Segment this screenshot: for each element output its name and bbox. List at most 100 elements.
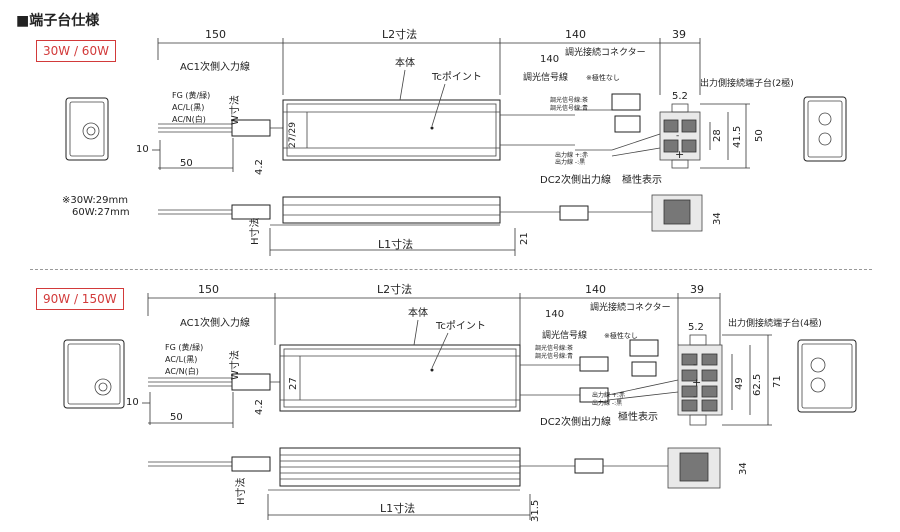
top-dim-chain (157, 38, 701, 95)
bottom-right-endview (797, 339, 857, 413)
top-ac-wires (158, 119, 283, 137)
top-acn-label: AC/N(白) (172, 114, 206, 124)
top-ac-input-label: AC1次側入力線 (180, 60, 250, 73)
bottom-dc-output-label: DC2次側出力線 (540, 415, 611, 428)
bottom-fg-label: FG (黄/緑) (165, 342, 203, 352)
top-polarity-none-label: ※極性なし (586, 73, 620, 82)
top-note-60w: 60W:27mm (72, 207, 130, 218)
top-left-small-dims (152, 138, 234, 172)
top-dim-50: 50 (180, 158, 193, 169)
top-dim-10: 10 (136, 144, 149, 155)
bottom-dim-71: 71 (772, 375, 783, 388)
bottom-main-body (279, 344, 521, 412)
top-plus-mark: + (675, 148, 684, 161)
bottom-acn-label: AC/N(白) (165, 366, 199, 376)
bottom-out-terminal-label: 出力側接続端子台(4極) (728, 317, 822, 329)
top-dim-signal-label: 調光信号線 (523, 71, 568, 83)
top-right-dims (700, 103, 750, 169)
top-side-view (158, 194, 703, 232)
bottom-sig-blue: 調光信号線:青 (535, 352, 573, 360)
bottom-dim-49: 49 (734, 377, 745, 390)
bottom-out-black: 出力線 -:黒 (592, 399, 622, 407)
bottom-left-endview (63, 339, 125, 409)
top-dim-h: H寸法 (248, 217, 261, 245)
top-dim-27-29: 27/29 (288, 122, 298, 148)
bottom-side-view (148, 447, 721, 491)
top-dim-34: 34 (712, 212, 723, 225)
bottom-left-small-dims (142, 392, 234, 428)
bottom-dim-140a: 140 (585, 283, 606, 296)
top-left-endview (65, 97, 109, 161)
top-sig-tea: 調光信号線:茶 (550, 96, 588, 104)
bottom-dim-50: 50 (170, 412, 183, 423)
bottom-dim-10: 10 (126, 397, 139, 408)
top-dim-l1: L1寸法 (378, 237, 413, 251)
top-polarity-mark-label: 極性表示 (622, 173, 662, 186)
top-main-body (282, 99, 501, 161)
top-terminal-block (659, 103, 701, 169)
top-dim-5-2: 5.2 (672, 91, 688, 102)
bottom-right-dims (722, 334, 772, 426)
top-fg-label: FG (黄/緑) (172, 90, 210, 100)
top-dim-28: 28 (712, 129, 723, 142)
bottom-dim-140b: 140 (545, 309, 564, 320)
bottom-dim-27: 27 (288, 377, 299, 390)
bottom-acl-label: AC/L(黒) (165, 355, 197, 364)
top-dim-140a: 140 (565, 28, 586, 41)
bottom-terminal-block (677, 334, 723, 426)
bottom-dim-signal-label: 調光信号線 (542, 329, 587, 341)
top-dim-w: W寸法 (228, 95, 241, 125)
bottom-polarity-mark-label: 極性表示 (618, 410, 658, 423)
top-l1-dim (269, 228, 516, 256)
bottom-dim-5-2: 5.2 (688, 322, 704, 333)
top-dim-4-2: 4.2 (254, 159, 265, 175)
bottom-dim-connector-label: 調光接続コネクター (590, 301, 671, 313)
top-body-label: 本体 (395, 56, 415, 69)
bottom-dim-l2: L2寸法 (377, 282, 412, 296)
top-dim-41-5: 41.5 (732, 126, 743, 148)
badge-30w-60w: 30W / 60W (36, 40, 116, 62)
top-dim-140b: 140 (540, 54, 559, 65)
top-right-endview (803, 96, 847, 162)
bottom-out-red: 出力線 +:赤 (592, 391, 625, 399)
bottom-plus-mark: + (692, 376, 701, 389)
top-sig-blue: 調光信号線:青 (550, 104, 588, 112)
top-diagram: 150 L2寸法 140 39 (62, 27, 847, 256)
bottom-dim-l1: L1寸法 (380, 501, 415, 515)
top-minus-mark: - (676, 131, 679, 141)
bottom-dim-h: H寸法 (234, 477, 247, 505)
top-dim-connector-label: 調光接続コネクター (565, 46, 646, 58)
top-out-terminal-label: 出力側接続端子台(2極) (700, 77, 794, 89)
top-note-30w: ※30W:29mm (62, 195, 128, 206)
top-out-red: 出力線 +:赤 (555, 151, 588, 159)
bottom-dim-chain (147, 293, 721, 345)
top-acl-label: AC/L(黒) (172, 103, 204, 112)
bottom-dim-34: 34 (738, 462, 749, 475)
bottom-body-label: 本体 (408, 306, 428, 319)
bottom-dim-4-2: 4.2 (254, 399, 265, 415)
badge-90w-150w: 90W / 150W (36, 288, 124, 310)
bottom-dim-150: 150 (198, 283, 219, 296)
bottom-ac-wires (148, 373, 280, 391)
section-divider (30, 269, 872, 270)
top-dim-50-right: 50 (754, 129, 765, 142)
bottom-dim-62-5: 62.5 (752, 374, 763, 396)
bottom-diagram: 150 L2寸法 140 39 (63, 282, 857, 522)
top-tc-label: Tcポイント (431, 71, 482, 83)
top-dim-21: 21 (519, 232, 530, 245)
bottom-polarity-none-label: ※極性なし (604, 331, 638, 340)
top-dim-l2: L2寸法 (382, 27, 417, 41)
top-dim-39: 39 (672, 28, 686, 41)
top-dc-output-label: DC2次側出力線 (540, 173, 611, 186)
top-output-wires (500, 93, 661, 157)
bottom-dim-31-5: 31.5 (530, 500, 541, 522)
bottom-sig-tea: 調光信号線:茶 (535, 344, 573, 352)
bottom-minus-mark-2: - (693, 392, 696, 402)
top-dim-150: 150 (205, 28, 226, 41)
page-title: ■端子台仕様 (16, 13, 100, 29)
bottom-l1-dim (267, 494, 531, 520)
bottom-output-wires (520, 339, 679, 403)
bottom-dim-39: 39 (690, 283, 704, 296)
